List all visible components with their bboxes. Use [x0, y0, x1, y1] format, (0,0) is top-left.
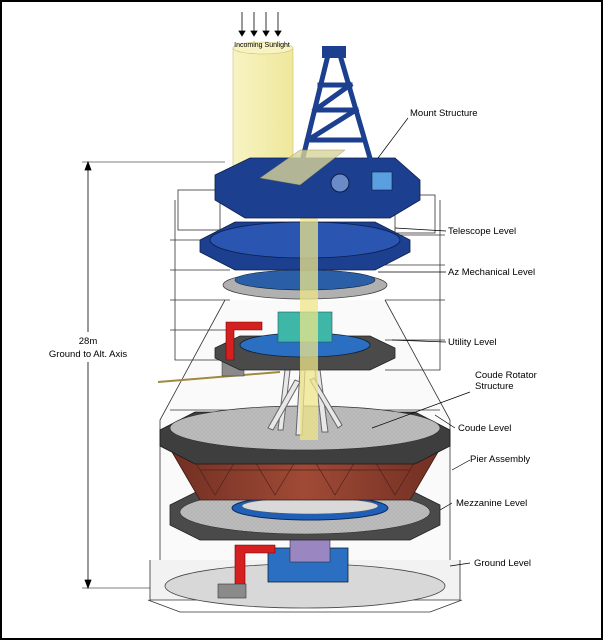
coude-rotator-label-line1: Coude Rotator [475, 370, 537, 381]
height-label-bg [40, 332, 136, 362]
mezzanine-level-label: Mezzanine Level [456, 498, 527, 509]
height-dimension [82, 160, 225, 590]
coude-level-label: Coude Level [458, 423, 511, 434]
pier-assembly-label: Pier Assembly [470, 454, 530, 465]
utility-level-label: Utility Level [448, 337, 497, 348]
az-mechanical-level-label: Az Mechanical Level [448, 267, 535, 278]
mount-structure-label: Mount Structure [410, 108, 478, 119]
mezzanine-level-floor [169, 489, 441, 541]
sunlight-beam [232, 41, 318, 440]
incoming-sunlight-label: Incoming Sunlight [234, 42, 290, 49]
height-description: Ground to Alt. Axis [49, 349, 127, 360]
mount-structure [214, 46, 421, 219]
pipe-line [157, 371, 281, 383]
leader-lines [371, 117, 471, 567]
coude-rotator-label-line2: Structure [475, 381, 514, 392]
ground-level-floor [164, 529, 446, 609]
ground-level-label: Ground Level [474, 558, 531, 569]
height-value: 28m [79, 336, 98, 347]
telescope-level-label: Telescope Level [448, 226, 516, 237]
sunlight-arrows [238, 12, 282, 37]
